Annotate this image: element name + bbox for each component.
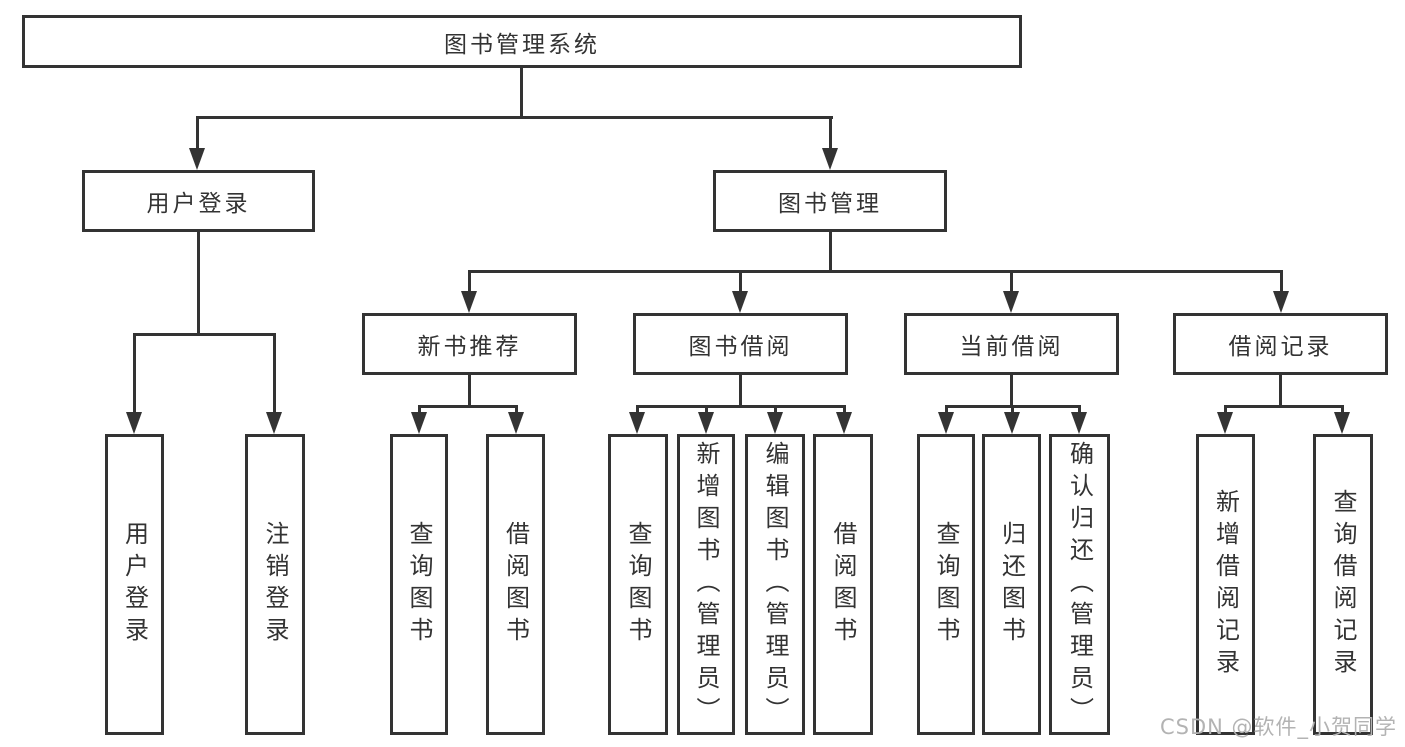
leaf-label: 查询图书 bbox=[405, 520, 433, 649]
line-segment bbox=[196, 116, 833, 119]
line-segment bbox=[1224, 405, 1344, 408]
leaf-label: 编辑图书（管理员） bbox=[761, 440, 789, 729]
leaf-label: 新增图书（管理员） bbox=[692, 440, 720, 729]
line-segment bbox=[418, 405, 518, 408]
csdn-watermark: CSDN @软件_小贺同学 bbox=[1160, 715, 1398, 739]
leaf-query-books-recommend: 查询图书 bbox=[390, 434, 448, 735]
leaf-return-books: 归还图书 bbox=[982, 434, 1041, 735]
line-segment bbox=[1280, 270, 1283, 291]
node-label: 图书管理系统 bbox=[444, 31, 600, 58]
leaf-query-books-borrow: 查询图书 bbox=[608, 434, 668, 735]
arrowhead-icon bbox=[1004, 412, 1020, 434]
node-new-book-recommend: 新书推荐 bbox=[362, 313, 577, 375]
leaf-borrow-books: 借阅图书 bbox=[813, 434, 873, 735]
arrowhead-icon bbox=[126, 412, 142, 434]
leaf-add-book-admin: 新增图书（管理员） bbox=[677, 434, 735, 735]
node-borrow-records: 借阅记录 bbox=[1173, 313, 1388, 375]
leaf-query-books-current: 查询图书 bbox=[917, 434, 975, 735]
line-segment bbox=[1078, 405, 1081, 414]
line-segment bbox=[636, 405, 845, 408]
line-segment bbox=[1010, 375, 1013, 408]
arrowhead-icon bbox=[938, 412, 954, 434]
node-book-management: 图书管理 bbox=[713, 170, 947, 232]
line-segment bbox=[468, 375, 471, 408]
leaf-query-borrow-record: 查询借阅记录 bbox=[1313, 434, 1373, 735]
leaf-label: 用户登录 bbox=[120, 520, 149, 649]
line-segment bbox=[1011, 405, 1014, 414]
leaf-label: 新增借阅记录 bbox=[1211, 488, 1240, 681]
node-label: 借阅记录 bbox=[1228, 334, 1333, 360]
leaf-add-borrow-record: 新增借阅记录 bbox=[1196, 434, 1255, 735]
line-segment bbox=[739, 270, 742, 291]
arrowhead-icon bbox=[189, 148, 205, 170]
node-label: 当前借阅 bbox=[959, 334, 1064, 360]
line-segment bbox=[829, 116, 832, 150]
line-segment bbox=[196, 116, 199, 150]
line-segment bbox=[197, 232, 200, 335]
line-segment bbox=[739, 375, 742, 408]
node-library-management-system: 图书管理系统 bbox=[22, 15, 1022, 68]
line-segment bbox=[515, 405, 518, 414]
leaf-edit-book-admin: 编辑图书（管理员） bbox=[745, 434, 805, 735]
node-label: 图书借阅 bbox=[688, 334, 793, 360]
arrowhead-icon bbox=[629, 412, 645, 434]
leaf-label: 查询图书 bbox=[624, 520, 652, 649]
arrowhead-icon bbox=[1071, 412, 1087, 434]
line-segment bbox=[843, 405, 846, 414]
line-segment bbox=[468, 270, 471, 291]
arrowhead-icon bbox=[836, 412, 852, 434]
arrowhead-icon bbox=[411, 412, 427, 434]
node-label: 用户登录 bbox=[146, 191, 251, 217]
leaf-label: 确认归还（管理员） bbox=[1065, 440, 1094, 729]
line-segment bbox=[1341, 405, 1344, 414]
leaf-user-login: 用户登录 bbox=[105, 434, 164, 735]
line-segment bbox=[133, 333, 276, 336]
arrowhead-icon bbox=[822, 148, 838, 170]
line-segment bbox=[945, 405, 948, 414]
arrowhead-icon bbox=[461, 291, 477, 313]
node-user-login: 用户登录 bbox=[82, 170, 315, 232]
line-segment bbox=[705, 405, 708, 414]
line-segment bbox=[133, 333, 136, 412]
leaf-logout: 注销登录 bbox=[245, 434, 305, 735]
leaf-label: 借阅图书 bbox=[501, 520, 530, 649]
arrowhead-icon bbox=[508, 412, 524, 434]
arrowhead-icon bbox=[767, 412, 783, 434]
arrowhead-icon bbox=[732, 291, 748, 313]
line-segment bbox=[1010, 270, 1013, 291]
line-segment bbox=[636, 405, 639, 414]
line-segment bbox=[829, 232, 832, 273]
arrowhead-icon bbox=[1003, 291, 1019, 313]
leaf-label: 查询图书 bbox=[932, 520, 960, 649]
leaf-label: 注销登录 bbox=[261, 520, 289, 649]
line-segment bbox=[1279, 375, 1282, 408]
line-segment bbox=[520, 68, 523, 119]
node-label: 图书管理 bbox=[778, 191, 882, 217]
leaf-label: 借阅图书 bbox=[829, 520, 857, 649]
node-book-borrow: 图书借阅 bbox=[633, 313, 848, 375]
leaf-confirm-return-admin: 确认归还（管理员） bbox=[1049, 434, 1110, 735]
node-current-borrow: 当前借阅 bbox=[904, 313, 1119, 375]
leaf-label: 查询借阅记录 bbox=[1329, 488, 1357, 681]
arrowhead-icon bbox=[1273, 291, 1289, 313]
arrowhead-icon bbox=[1334, 412, 1350, 434]
leaf-label: 归还图书 bbox=[997, 520, 1026, 649]
line-segment bbox=[273, 333, 276, 412]
arrowhead-icon bbox=[698, 412, 714, 434]
leaf-borrow-books-recommend: 借阅图书 bbox=[486, 434, 545, 735]
line-segment bbox=[774, 405, 777, 414]
arrowhead-icon bbox=[1217, 412, 1233, 434]
arrowhead-icon bbox=[266, 412, 282, 434]
line-segment bbox=[1224, 405, 1227, 414]
node-label: 新书推荐 bbox=[417, 334, 522, 360]
line-segment bbox=[418, 405, 421, 414]
line-segment bbox=[468, 270, 1283, 273]
